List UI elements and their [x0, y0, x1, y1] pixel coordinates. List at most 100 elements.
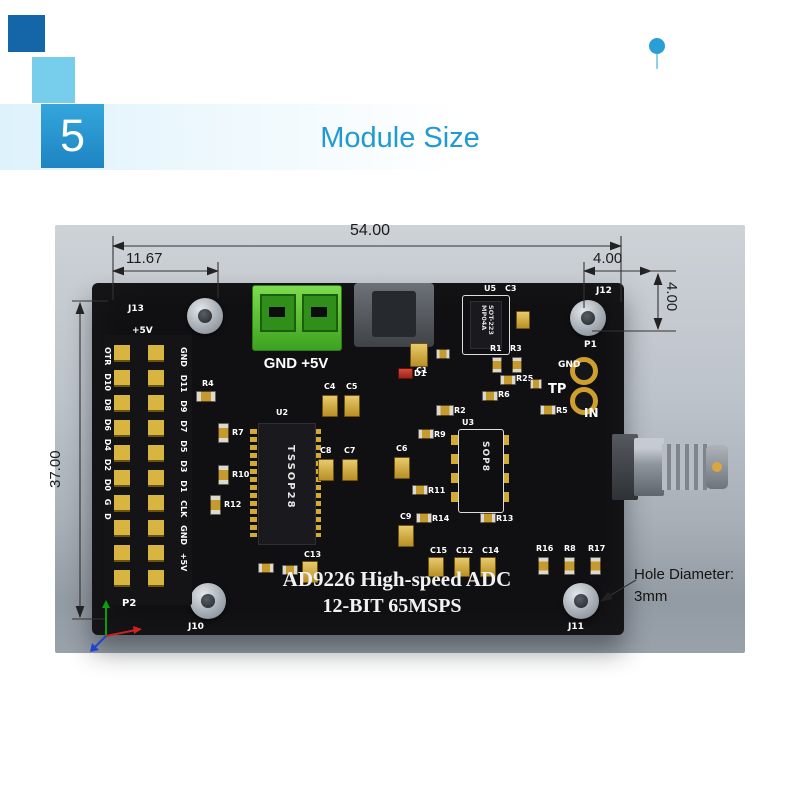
- resistor-r6-body: [482, 391, 498, 401]
- led-d1-body: [398, 368, 413, 379]
- u3-part-text: SOP8: [480, 441, 490, 472]
- hole-diameter-label: Hole Diameter:: [634, 566, 735, 583]
- capacitor-c1-body: [410, 343, 428, 367]
- refdes-c7: C7: [344, 446, 356, 455]
- sma-flange: [612, 434, 638, 500]
- refdes-j13: J13: [128, 304, 144, 314]
- capacitor-c6-body: [394, 457, 410, 479]
- refdes-c13: C13: [304, 550, 322, 559]
- refdes-r7: R7: [232, 428, 244, 437]
- decor-dot-stem: [656, 54, 658, 69]
- refdes-j12: J12: [596, 286, 612, 296]
- resistor-r11-body: [412, 485, 428, 495]
- resistor-r25-body: [500, 375, 516, 385]
- dc-jack-opening: [372, 291, 416, 337]
- dim-top-right: 4.00: [593, 250, 623, 267]
- refdes-r5: R5: [556, 406, 568, 415]
- u2-part-text: TSSOP28: [285, 445, 296, 510]
- u2-pins-right: [314, 429, 321, 537]
- refdes-c5: C5: [346, 382, 358, 391]
- hole-diameter-note: Hole Diameter: 3mm: [634, 564, 734, 608]
- pin-header-column-outer: [114, 345, 130, 595]
- refdes-r14: R14: [432, 514, 450, 523]
- pin-header-column-inner: [148, 345, 164, 595]
- standoff-j10: [190, 583, 226, 619]
- refdes-r13: R13: [496, 514, 514, 523]
- decor-square-light: [32, 57, 75, 103]
- refdes-r10: R10: [232, 470, 250, 479]
- capacitor-c9-body: [398, 525, 414, 547]
- refdes-d1: D1: [414, 369, 427, 378]
- u3-opamp-chip: [458, 429, 504, 513]
- sma-connector: [612, 428, 728, 506]
- refdes-r17: R17: [588, 544, 606, 553]
- resistor-r2-body: [436, 405, 454, 416]
- resistor-r3-body: [512, 357, 522, 373]
- dim-height: 37.00: [47, 450, 64, 488]
- axis-indicator: [90, 600, 142, 652]
- silkscreen-subtitle: 12-BIT 65MSPS: [322, 595, 462, 617]
- tp-label: TP: [548, 382, 567, 397]
- smd-component: [282, 565, 298, 575]
- refdes-u2: U2: [276, 408, 289, 417]
- resistor-r14-body: [416, 513, 432, 523]
- refdes-r11: R11: [428, 486, 446, 495]
- refdes-r16: R16: [536, 544, 554, 553]
- resistor-r8-body: [564, 557, 575, 575]
- capacitor-c15-body: [428, 557, 444, 577]
- refdes-c1: C1: [416, 366, 428, 375]
- step-number-badge: 5: [41, 104, 104, 168]
- refdes-c9: C9: [400, 512, 412, 521]
- capacitor-c3-body: [516, 311, 530, 329]
- capacitor-c14-body: [480, 557, 496, 577]
- refdes-j10: J10: [188, 622, 204, 632]
- refdes-c15: C15: [430, 546, 448, 555]
- plus5v-label: +5V: [132, 326, 153, 336]
- u2-pins-left: [250, 429, 257, 537]
- standoff-j13: [187, 298, 223, 334]
- hole-diameter-value: 3mm: [634, 587, 668, 605]
- refdes-r3: R3: [510, 344, 522, 353]
- testpoint-tp: [570, 387, 598, 415]
- u2-adc-chip: [258, 423, 316, 545]
- refdes-j11: J11: [568, 622, 584, 632]
- capacitor-c7-body: [342, 459, 358, 481]
- refdes-u5: U5: [484, 284, 497, 293]
- refdes-p1: P1: [584, 340, 597, 350]
- silkscreen-title: AD9226 High-speed ADC: [282, 567, 512, 591]
- smd-component: [258, 563, 274, 573]
- header-signal-labels-inner: GND D11 D9 D7 D5 D3 D1 CLK GND +5V: [179, 347, 188, 572]
- resistor-r1-body: [492, 357, 502, 373]
- dim-left-offset: 11.67: [126, 250, 163, 267]
- capacitor-c4-body: [322, 395, 338, 417]
- u3-pins-left: [451, 435, 458, 507]
- refdes-r8: R8: [564, 544, 576, 553]
- standoff-j11: [563, 583, 599, 619]
- decor-square-dark: [8, 15, 45, 52]
- resistor-r10-body: [218, 465, 229, 485]
- capacitor-c8-body: [318, 459, 334, 481]
- refdes-u3: U3: [462, 418, 475, 427]
- testpoint-gnd: [570, 357, 598, 385]
- resistor-r16-body: [538, 557, 549, 575]
- refdes-c14: C14: [482, 546, 500, 555]
- resistor-r4-body: [196, 391, 216, 402]
- smd-component: [436, 349, 450, 359]
- refdes-c8: C8: [320, 446, 332, 455]
- power-label: GND +5V: [263, 355, 329, 372]
- decor-dot: [649, 38, 665, 54]
- sma-end-face: [706, 445, 728, 489]
- resistor-r17-body: [590, 557, 601, 575]
- smd-component: [530, 379, 542, 389]
- refdes-c3: C3: [505, 284, 517, 293]
- capacitor-c5-body: [344, 395, 360, 417]
- refdes-c4: C4: [324, 382, 336, 391]
- standoff-j12: [570, 300, 606, 336]
- resistor-r9-body: [418, 429, 434, 439]
- refdes-r12: R12: [224, 500, 242, 509]
- refdes-r9: R9: [434, 430, 446, 439]
- refdes-c6: C6: [396, 444, 408, 453]
